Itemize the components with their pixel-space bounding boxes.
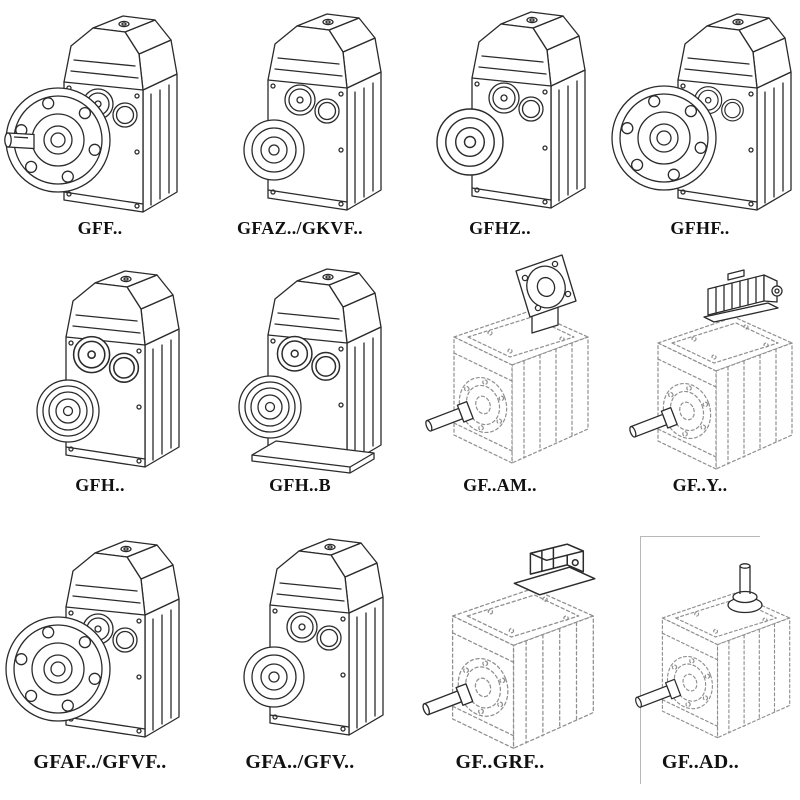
catalog-cell-gfaf-gfvf: GFAF../GFVF.. [5, 536, 180, 784]
model-label-gf-am: GF..AM.. [463, 475, 537, 495]
catalog-cell-gfa-gfv: GFA../GFV.. [240, 536, 384, 784]
catalog-cell-gf-y: GF..Y.. [626, 269, 793, 504]
model-label-gf-grf: GF..GRF.. [455, 751, 545, 773]
catalog-cell-gfhz: GFHZ.. [436, 11, 586, 247]
model-label-gfaf-gfvf: GFAF../GFVF.. [33, 751, 167, 773]
gearbox-drawing-gfh [0, 247, 200, 475]
catalog-cell-gf-am: GF..AM.. [422, 254, 589, 504]
gearbox-drawing-gf-y [600, 247, 800, 475]
gearbox-drawing-gfh-b [200, 247, 400, 475]
model-label-gf-ad: GF..AD.. [661, 751, 740, 773]
gearbox-drawing-gfhf [600, 0, 800, 218]
gearbox-drawing-gfa-gfv [200, 511, 400, 751]
gearbox-drawing-gf-ad [601, 511, 800, 751]
gearbox-drawing-gf-am [400, 247, 600, 475]
catalog-cell-gfh-b: GFH..B [238, 268, 382, 504]
model-label-gfa-gfv: GFA../GFV.. [245, 751, 355, 773]
catalog-cell-gfh: GFH.. [36, 270, 180, 504]
gearbox-drawing-gfaf-gfvf [0, 511, 200, 751]
model-label-gfh-b: GFH..B [269, 475, 331, 495]
model-label-gfhf: GFHF.. [670, 218, 730, 238]
gearbox-drawing-gfaz-gkvf [200, 0, 400, 218]
model-label-gfhz: GFHZ.. [469, 218, 531, 238]
gearbox-drawing-gfhz [400, 0, 600, 218]
model-label-gf-y: GF..Y.. [672, 475, 728, 495]
catalog-cell-gfaz-gkvf: GFAZ../GKVF.. [237, 13, 382, 247]
gearbox-drawing-gf-grf [400, 511, 600, 751]
model-label-gfaz-gkvf: GFAZ../GKVF.. [237, 218, 363, 238]
gearbox-drawing-gff [0, 0, 200, 218]
model-label-gff: GFF.. [77, 218, 123, 238]
model-label-gfh: GFH.. [75, 475, 125, 495]
catalog-cell-gfhf: GFHF.. [611, 13, 792, 247]
catalog-cell-gf-grf: GF..GRF.. [419, 536, 596, 784]
catalog-cell-gf-ad: GF..AD.. [632, 536, 790, 784]
catalog-cell-gff: GFF.. [4, 15, 178, 247]
